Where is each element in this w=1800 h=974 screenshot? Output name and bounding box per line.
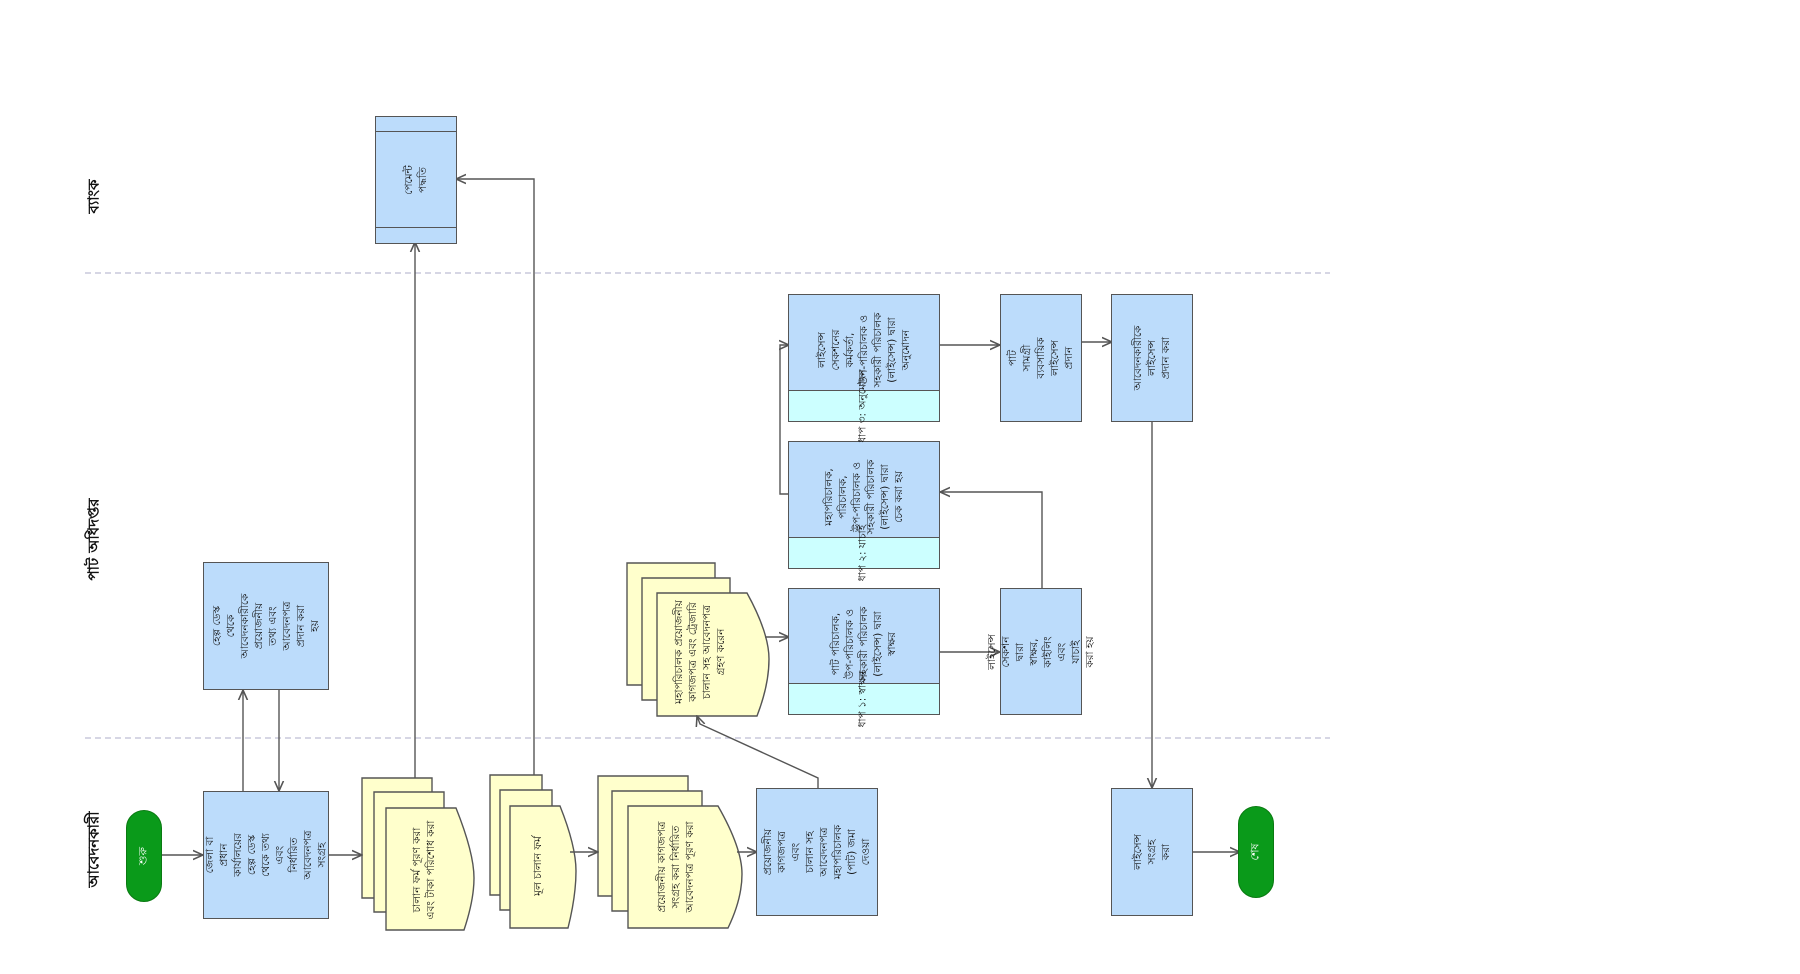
lane-label-applicant: আবেদনকারী bbox=[84, 811, 103, 888]
start-label: শুরু bbox=[136, 847, 150, 865]
arrow-submit-to-dg bbox=[697, 716, 819, 788]
license-clerk-box: লাইসেন্স সেকশন দ্বারা স্বাক্ষর, কাইলিং এ… bbox=[986, 588, 1096, 715]
challan-fill-document bbox=[361, 777, 475, 931]
provide-license-box: আবেদনকারীকে লাইসেন্স প্রদান করা bbox=[1111, 294, 1193, 422]
check-step-label: মহাপরিচালক, পরিচালক, উপ-পরিচালক ও সহকারী… bbox=[823, 460, 905, 535]
connectors bbox=[161, 179, 1240, 855]
arrow-clerk-to-check bbox=[940, 492, 1043, 588]
check-step-box: মহাপরিচালক, পরিচালক, উপ-পরিচালক ও সহকারী… bbox=[788, 441, 940, 581]
documents-fill-label: প্রয়োজনীয় কাগজপত্র সংগ্রহ করা নির্ধারি… bbox=[656, 821, 696, 913]
jute-license-label: পাট সামগ্রী ব্যবসায়িক লাইসেন্স প্রদান bbox=[1007, 337, 1075, 379]
sign-step-badge: ধাপ ১: স্বাক্ষর bbox=[789, 671, 939, 727]
end-terminal: শেষ bbox=[1238, 806, 1274, 898]
provide-license-label: আবেদনকারীকে লাইসেন্স প্রদান করা bbox=[1132, 325, 1172, 391]
submit-application-box: প্রয়োজনীয় কাগজপত্র এবং চালান সহ আবেদনপ… bbox=[756, 788, 878, 916]
original-challan-document bbox=[489, 774, 577, 929]
start-terminal: শুরু bbox=[126, 810, 162, 902]
collect-forms-label: জেলা বা প্রধান কার্যালয়ের হেল্প ডেস্ক থ… bbox=[204, 830, 328, 880]
collect-forms-box: জেলা বা প্রধান কার্যালয়ের হেল্প ডেস্ক থ… bbox=[203, 791, 329, 919]
original-challan-label: মূল চালান ফর্ম bbox=[532, 836, 544, 896]
payment-method-label: পেমেন্ট পদ্ধতি bbox=[403, 165, 429, 195]
lane-label-jute-directorate: পাট অধিদপ্তর bbox=[84, 498, 103, 581]
collect-license-label: লাইসেন্স সংগ্রহ করা bbox=[1132, 834, 1172, 870]
end-label: শেষ bbox=[1248, 843, 1262, 861]
check-step-badge: ধাপ ২: যাচাই bbox=[789, 525, 939, 581]
arrow-check-to-approve bbox=[780, 345, 789, 495]
dg-receives-label: মহাপরিচালক প্রয়োজনীয় কাগজপত্র এবং ট্রে… bbox=[673, 600, 727, 704]
sign-step-box: পাট পরিচালক, উপ-পরিচালক ও সহকারী পরিচালক… bbox=[788, 588, 940, 727]
approve-step-box: লাইসেন্স সেকশনের কর্মকর্তা, উপ-পরিচালক ও… bbox=[788, 294, 940, 443]
approve-step-badge: ধাপ ৩: অনুমোদন bbox=[789, 369, 939, 443]
help-desk-box: হেল্প ডেস্ক থেকে আবেদনকারীকে প্রয়োজনীয়… bbox=[203, 562, 329, 690]
submit-application-label: প্রয়োজনীয় কাগজপত্র এবং চালান সহ আবেদনপ… bbox=[762, 824, 872, 880]
dg-receives-document bbox=[626, 562, 770, 717]
help-desk-label: হেল্প ডেস্ক থেকে আবেদনকারীকে প্রয়োজনীয়… bbox=[211, 593, 321, 659]
collect-license-box: লাইসেন্স সংগ্রহ করা bbox=[1111, 788, 1193, 916]
lane-label-bank: ব্যাংক bbox=[84, 179, 103, 214]
jute-license-box: পাট সামগ্রী ব্যবসায়িক লাইসেন্স প্রদান bbox=[1000, 294, 1082, 422]
challan-fill-label: চালান ফর্ম পূরণ করা এবং টাকা পরিশোধ করা bbox=[411, 820, 437, 920]
payment-method-box: পেমেন্ট পদ্ধতি bbox=[375, 116, 457, 244]
documents-fill-document bbox=[597, 775, 743, 929]
license-clerk-label: লাইসেন্স সেকশন দ্বারা স্বাক্ষর, কাইলিং এ… bbox=[986, 633, 1096, 670]
arrow-original-to-payment bbox=[456, 179, 535, 775]
